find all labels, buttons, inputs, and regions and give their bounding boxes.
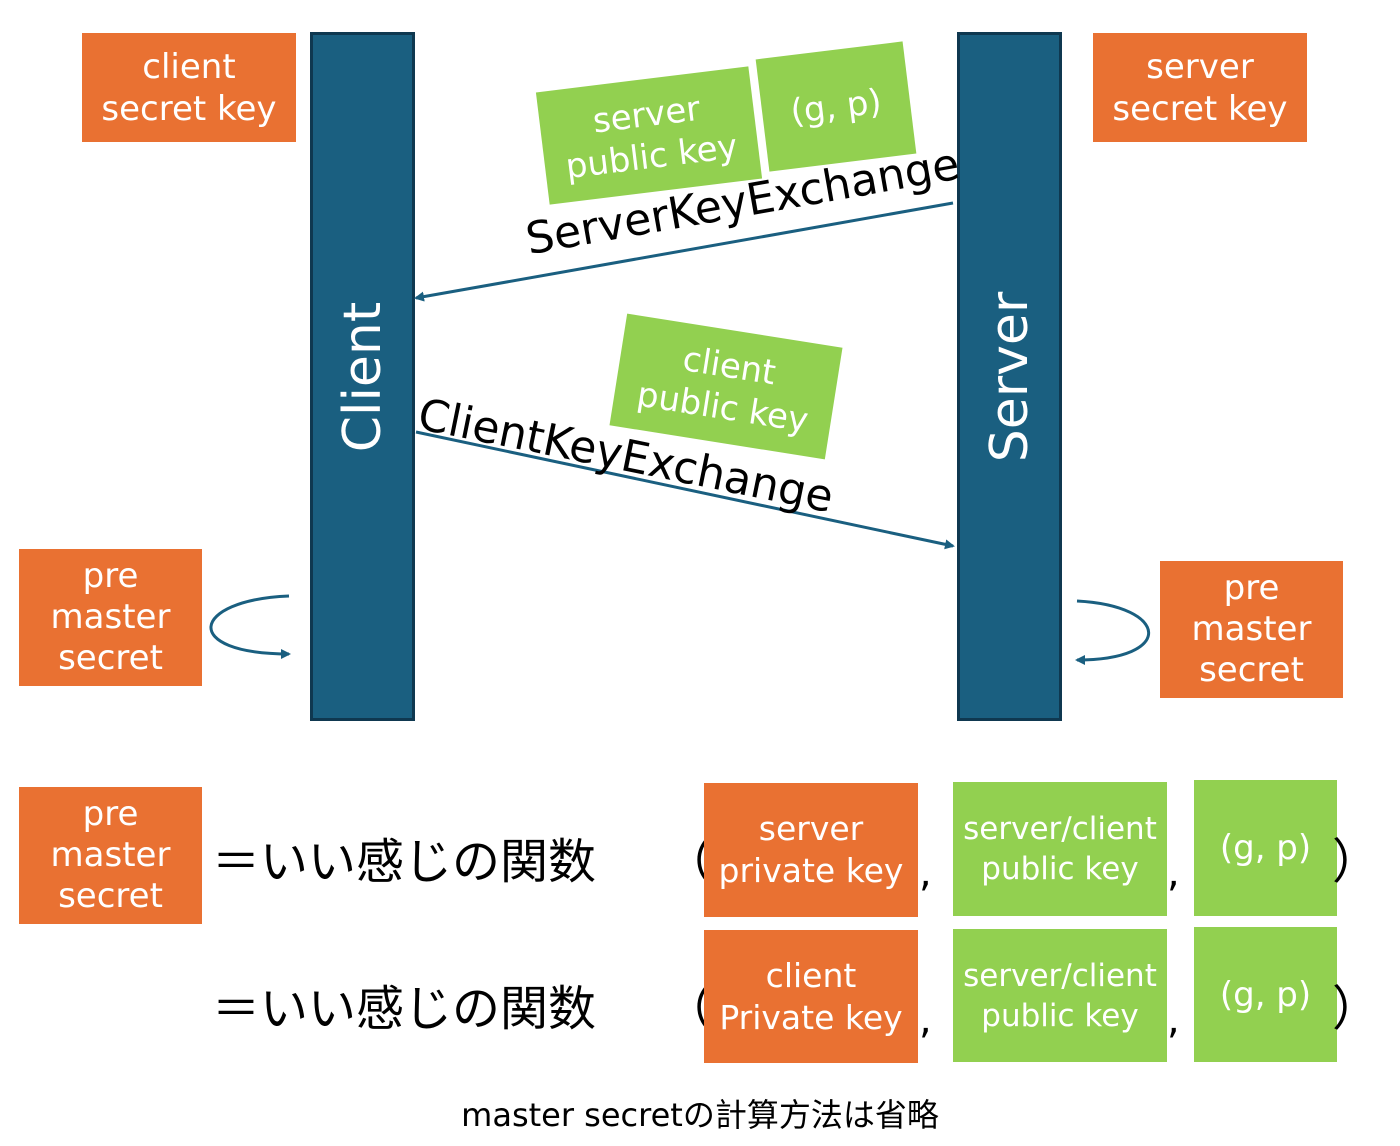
formula-row1-comma1: , bbox=[919, 850, 932, 896]
formula-row2-comma1: , bbox=[919, 997, 932, 1043]
formula-row1-params: (g, p) bbox=[1194, 780, 1337, 916]
caption: master secretの計算方法は省略 bbox=[461, 1096, 939, 1134]
formula-row2-prefix: ＝いい感じの関数 bbox=[212, 981, 597, 1037]
formula-pre-master-secret: pre master secret bbox=[19, 787, 202, 924]
formula-row2-close-paren: ） bbox=[1332, 981, 1381, 1037]
formula-row1-prefix: ＝いい感じの関数 bbox=[212, 834, 597, 890]
client-pillar: Client bbox=[310, 32, 415, 721]
client-secret-key: client secret key bbox=[82, 33, 296, 142]
server-secret-key: server secret key bbox=[1093, 33, 1307, 142]
server-pillar: Server bbox=[957, 32, 1062, 721]
formula-row1-close-paren: ） bbox=[1332, 834, 1381, 890]
client-loop-arrow bbox=[209, 594, 291, 659]
server-pre-master-secret: pre master secret bbox=[1160, 561, 1343, 698]
formula-row1-public-key: server/client public key bbox=[953, 782, 1167, 916]
formula-row1-private-key: server private key bbox=[704, 783, 918, 917]
client-key-exchange-arrow bbox=[415, 430, 955, 550]
formula-row2-params: (g, p) bbox=[1194, 927, 1337, 1062]
client-pre-master-secret: pre master secret bbox=[19, 549, 202, 686]
formula-row1-comma2: , bbox=[1167, 850, 1180, 896]
formula-row2-public-key: server/client public key bbox=[953, 929, 1167, 1062]
formula-row2-comma2: , bbox=[1167, 997, 1180, 1043]
server-loop-arrow bbox=[1075, 599, 1151, 665]
formula-row2-private-key: client Private key bbox=[704, 930, 918, 1063]
server-key-exchange-arrow bbox=[414, 201, 954, 302]
